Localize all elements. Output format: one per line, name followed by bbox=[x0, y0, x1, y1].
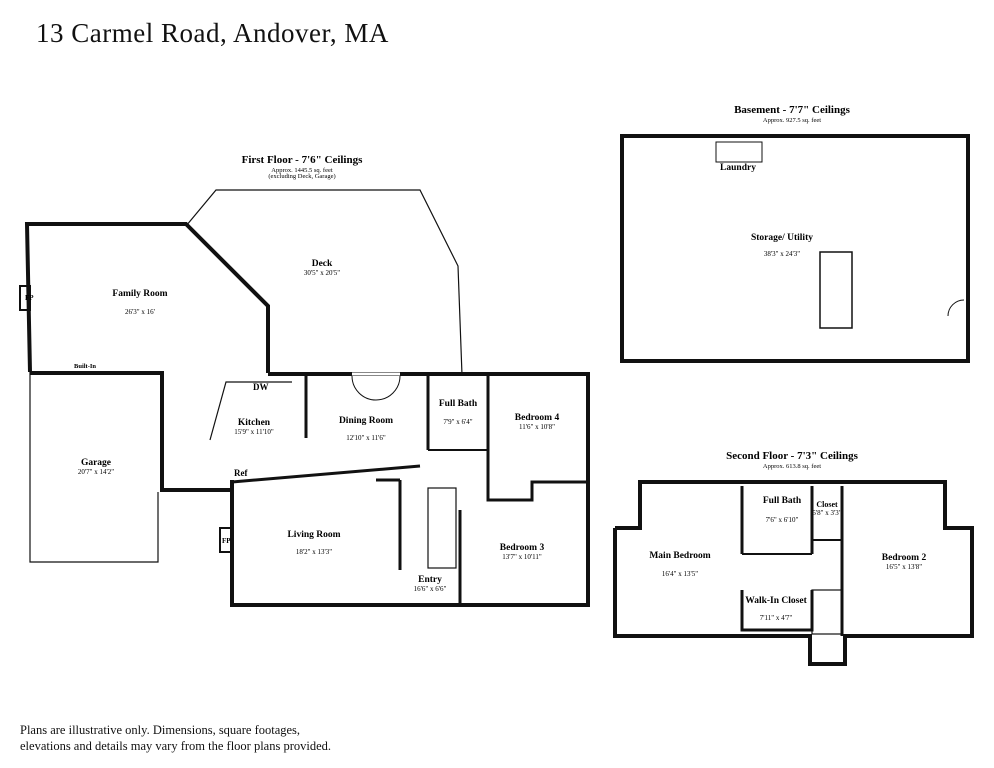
dishwasher-label: DW bbox=[253, 382, 269, 392]
bedroom-2-label: Bedroom 2 bbox=[882, 553, 927, 563]
full-bath-1-label: Full Bath bbox=[439, 399, 478, 409]
built-in-label: Built-In bbox=[74, 363, 96, 370]
deck-dims: 30'5" x 20'5" bbox=[304, 269, 340, 277]
storage-label: Storage/ Utility bbox=[751, 233, 813, 243]
page-title: 13 Carmel Road, Andover, MA bbox=[36, 18, 389, 48]
kitchen-counter bbox=[209, 381, 292, 441]
garage-dims: 20'7" x 14'2" bbox=[78, 468, 114, 476]
closet-label: Closet bbox=[816, 500, 838, 509]
walk-in-closet-dims: 7'11" x 4'7" bbox=[760, 614, 793, 622]
second-floor-walls bbox=[613, 480, 974, 666]
fireplace-label-2: FP bbox=[222, 537, 231, 545]
refrigerator-label: Ref bbox=[234, 468, 248, 478]
walk-in-closet-label: Walk-In Closet bbox=[745, 596, 807, 606]
basement-stairs bbox=[819, 251, 853, 329]
deck-label: Deck bbox=[312, 259, 333, 269]
basement-plan bbox=[620, 134, 970, 363]
first-floor-note: (excluding Deck, Garage) bbox=[268, 173, 335, 180]
full-bath-1-dims: 7'9" x 6'4" bbox=[443, 418, 472, 426]
basement-title: Basement - 7'7" Ceilings bbox=[734, 104, 851, 116]
first-floor-plan bbox=[19, 189, 590, 607]
garage-outline bbox=[29, 372, 159, 563]
full-bath-2-dims: 7'6" x 6'10" bbox=[766, 516, 799, 524]
main-bedroom-dims: 16'4" x 13'5" bbox=[662, 570, 698, 578]
laundry-label: Laundry bbox=[720, 163, 756, 173]
garage-wall bbox=[30, 371, 232, 492]
second-floor-title: Second Floor - 7'3" Ceilings bbox=[726, 450, 859, 462]
family-room-label: Family Room bbox=[112, 289, 167, 299]
full-bath-2-label: Full Bath bbox=[763, 496, 802, 506]
disclaimer: Plans are illustrative only. Dimensions,… bbox=[20, 722, 420, 754]
garage-label: Garage bbox=[81, 458, 111, 468]
bedroom-4-dims: 11'6" x 10'8" bbox=[519, 423, 555, 431]
deck-outline bbox=[185, 189, 463, 376]
central-walls bbox=[230, 372, 590, 607]
dining-room-dims: 12'10" x 11'6" bbox=[346, 434, 386, 442]
disclaimer-line-2: elevations and details may vary from the… bbox=[20, 739, 332, 753]
second-floor-plan bbox=[613, 480, 974, 666]
entry-dims: 16'6" x 6'6" bbox=[414, 585, 447, 593]
kitchen-label: Kitchen bbox=[238, 418, 271, 428]
dining-room-label: Dining Room bbox=[339, 416, 393, 426]
main-bedroom-label: Main Bedroom bbox=[649, 551, 710, 561]
basement-area: Approx. 927.5 sq. feet bbox=[763, 117, 821, 124]
living-room-dims: 18'2" x 13'3" bbox=[296, 548, 332, 556]
kitchen-dims: 15'9" x 11'10" bbox=[234, 428, 274, 436]
living-room-label: Living Room bbox=[287, 530, 340, 540]
second-floor-area: Approx. 613.8 sq. feet bbox=[763, 463, 821, 470]
bedroom-3-label: Bedroom 3 bbox=[500, 543, 545, 553]
basement-walls bbox=[620, 134, 970, 363]
family-room-walls bbox=[24, 222, 270, 373]
bedroom-4-label: Bedroom 4 bbox=[515, 413, 560, 423]
first-floor-title: First Floor - 7'6" Ceilings bbox=[242, 154, 363, 166]
bedroom-3-dims: 13'7" x 10'11" bbox=[502, 553, 542, 561]
first-floor-area: Approx. 1445.5 sq. feet bbox=[271, 167, 333, 174]
entry-label: Entry bbox=[418, 575, 442, 585]
closet-dims: 5'8" x 3'3" bbox=[812, 509, 841, 517]
bedroom-2-dims: 16'5" x 13'8" bbox=[886, 563, 922, 571]
storage-dims: 38'3" x 24'3" bbox=[764, 250, 800, 258]
fireplace-label-1: FP bbox=[25, 294, 34, 302]
disclaimer-line-1: Plans are illustrative only. Dimensions,… bbox=[20, 723, 301, 737]
family-room-dims: 26'3" x 16' bbox=[125, 308, 155, 316]
